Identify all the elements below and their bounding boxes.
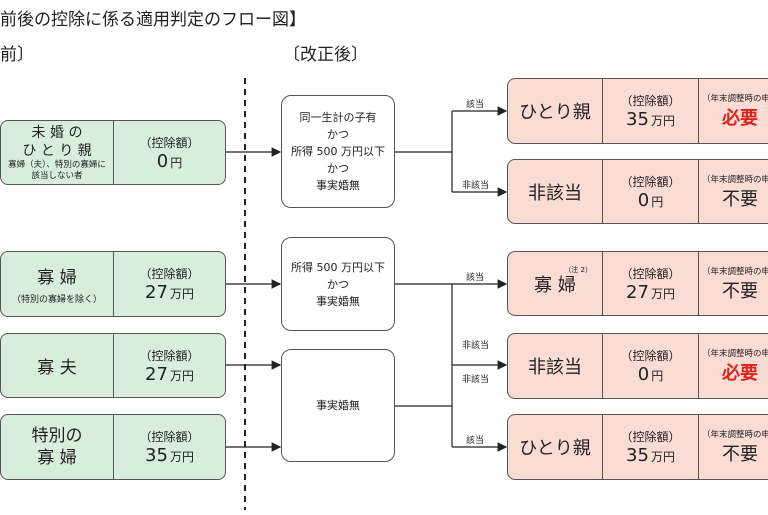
after-name: 寡 婦 bbox=[534, 274, 576, 296]
deduct-unit: 万円 bbox=[169, 450, 194, 464]
header-before: 前〕 bbox=[0, 45, 34, 65]
deduct-label: （控除額） bbox=[139, 135, 200, 150]
deduct-label: （控除額） bbox=[620, 349, 681, 363]
before-name: 特別の bbox=[31, 426, 83, 446]
declaration-status: 不要 bbox=[722, 188, 758, 210]
branch-label: 非該当 bbox=[462, 341, 490, 351]
declaration-status: 不要 bbox=[722, 444, 758, 465]
condition-box-3: 事実婚無 bbox=[281, 349, 395, 462]
year-end-label: （年末調整時の申 bbox=[702, 430, 768, 440]
condition-box-2: 所得 500 万円以下 かつ 事実婚無 bbox=[281, 237, 395, 331]
deduct-amount: 27 bbox=[145, 282, 168, 303]
deduct-label: （控除額） bbox=[139, 430, 200, 444]
deduct-label: （控除額） bbox=[139, 348, 200, 363]
year-end-label: （年末調整時の申 bbox=[702, 174, 768, 185]
declaration-status: 不要 bbox=[722, 280, 758, 302]
before-name: 寡 夫 bbox=[37, 358, 77, 378]
condition-line: 所得 500 万円以下 bbox=[291, 145, 385, 158]
condition-box-1: 同一生計の子有 かつ 所得 500 万円以下 かつ 事実婚無 bbox=[281, 95, 395, 208]
deduct-unit: 万円 bbox=[169, 368, 194, 383]
declaration-status: 必要 bbox=[722, 108, 758, 129]
deduct-amount: 0 bbox=[637, 364, 650, 385]
condition-line: かつ bbox=[327, 128, 349, 141]
deduct-label: （控除額） bbox=[620, 94, 681, 108]
deduct-amount: 35 bbox=[626, 109, 649, 130]
deduct-unit: 円 bbox=[651, 194, 664, 209]
condition-line: かつ bbox=[327, 277, 349, 291]
deduct-label: （控除額） bbox=[620, 266, 681, 281]
year-end-label: （年末調整時の申 bbox=[702, 349, 768, 359]
deduct-amount: 27 bbox=[145, 363, 168, 385]
deduct-amount: 0 bbox=[156, 150, 169, 172]
before-name: 未 婚 の bbox=[31, 124, 83, 141]
deduct-label: （控除額） bbox=[139, 267, 200, 281]
deduct-label: （控除額） bbox=[620, 430, 681, 444]
after-name: 非該当 bbox=[528, 182, 582, 204]
before-box-unmarried-parent: 未 婚 の ひ と り 親 寡婦（夫）、特別の寡婦に該当しない者 （控除額） 0… bbox=[0, 120, 226, 185]
condition-line: 事実婚無 bbox=[316, 294, 360, 308]
deduct-unit: 万円 bbox=[650, 450, 675, 464]
deduct-unit: 円 bbox=[651, 369, 664, 383]
before-note: 寡婦（夫）、特別の寡婦に該当しない者 bbox=[8, 159, 106, 181]
year-end-label: （年末調整時の申 bbox=[702, 94, 768, 104]
after-name: 非該当 bbox=[528, 357, 582, 378]
after-name: ひとり親 bbox=[519, 438, 591, 459]
deduct-amount: 27 bbox=[626, 281, 649, 303]
deduct-unit: 万円 bbox=[650, 114, 675, 128]
before-name: 寡 婦 bbox=[37, 448, 77, 468]
condition-line: 事実婚無 bbox=[316, 399, 360, 412]
deduct-unit: 万円 bbox=[169, 287, 194, 301]
condition-line: かつ bbox=[327, 162, 349, 175]
page-title: 前後の控除に係る適用判定のフロー図】 bbox=[0, 10, 306, 30]
before-name: ひ と り 親 bbox=[22, 142, 92, 159]
deduct-unit: 万円 bbox=[650, 286, 675, 301]
note-marker: （注 2） bbox=[564, 266, 592, 274]
condition-line: 所得 500 万円以下 bbox=[291, 260, 385, 274]
condition-line: 事実婚無 bbox=[316, 179, 360, 192]
before-name: 寡 婦 bbox=[37, 268, 77, 288]
branch-label: 該当 bbox=[466, 436, 485, 446]
deduct-label: （控除額） bbox=[620, 174, 681, 189]
deduct-amount: 35 bbox=[626, 445, 649, 466]
deduct-amount: 0 bbox=[637, 189, 650, 211]
declaration-status: 必要 bbox=[722, 363, 758, 384]
branch-label: 非該当 bbox=[462, 375, 490, 385]
branch-label: 非該当 bbox=[462, 181, 490, 191]
deduct-unit: 円 bbox=[170, 155, 183, 170]
year-end-label: （年末調整時の申 bbox=[702, 266, 768, 277]
before-note: （特別の寡婦を除く） bbox=[11, 295, 102, 305]
branch-label: 該当 bbox=[466, 273, 485, 283]
after-name: ひとり親 bbox=[519, 102, 591, 123]
branch-label: 該当 bbox=[466, 100, 485, 110]
header-after: 〔改正後〕 bbox=[283, 45, 368, 65]
condition-line: 同一生計の子有 bbox=[299, 111, 377, 124]
deduct-amount: 35 bbox=[145, 445, 168, 466]
